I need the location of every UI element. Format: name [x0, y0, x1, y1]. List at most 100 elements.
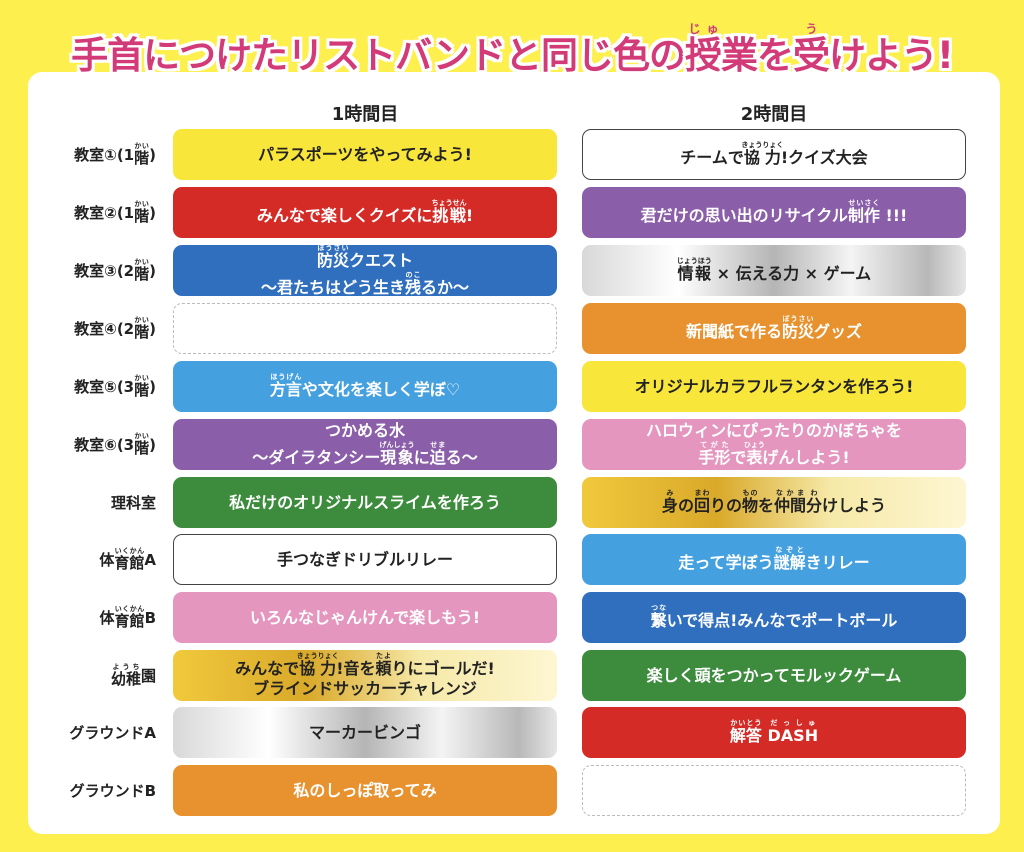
- ruby-base: 情報: [676, 264, 712, 283]
- class-title-line: つかめる水: [325, 421, 405, 441]
- ruby-text: 手形てがた: [698, 442, 731, 468]
- furigana: かいとう: [729, 719, 762, 727]
- ruby-base: 階: [134, 380, 150, 399]
- ruby-text: 迫せま: [429, 442, 446, 468]
- ruby-base: 迫: [429, 448, 446, 467]
- period1-empty-cell: [173, 303, 557, 354]
- ruby-text: 物もの: [741, 490, 758, 516]
- ruby-text: 幼稚ようち: [111, 663, 141, 689]
- text-segment: ): [149, 319, 156, 338]
- furigana: ようち: [110, 662, 141, 671]
- ruby-text: 防災ぼうさい: [782, 316, 814, 342]
- class-title-line: 手つなぎドリブルリレー: [277, 550, 453, 570]
- ruby-text: 階かい: [134, 200, 149, 226]
- ruby-base: 現象: [379, 448, 415, 467]
- furigana: いくかん: [114, 604, 145, 613]
- furigana: だっしゅ: [767, 719, 819, 727]
- text-segment: るか〜: [421, 277, 470, 297]
- class-title-line: 私のしっぽ取ってみ: [293, 781, 436, 801]
- ruby-base: 挑戦: [431, 206, 467, 225]
- furigana: ぼうさい: [316, 243, 349, 252]
- text-segment: ): [149, 261, 156, 280]
- ruby-text: 繋つな: [651, 605, 667, 631]
- furigana: ほうげん: [269, 373, 302, 381]
- ruby-text: 挑戦ちょうせん: [431, 200, 467, 226]
- ruby-text: 階かい: [134, 432, 149, 458]
- period2-class-cell: 君だけの思い出のリサイクル制作せいさく !!!: [582, 187, 966, 238]
- class-title-line: ハロウィンにぴったりのかぼちゃを: [646, 421, 902, 441]
- ruby-base: 階: [134, 206, 150, 225]
- class-title-line: 〜君たちはどう生き残のこるか〜: [261, 271, 469, 298]
- ruby-text: 育館いくかん: [115, 605, 145, 631]
- ruby-text: 階かい: [134, 258, 149, 284]
- furigana: かい: [134, 257, 150, 266]
- title-ruby: 受う: [792, 22, 830, 77]
- title-text: 業を: [720, 34, 794, 77]
- text-segment: チームで: [680, 148, 744, 167]
- furigana: もの: [741, 489, 758, 497]
- text-segment: ブラインドサッカーチャレンジ: [253, 679, 477, 698]
- text-segment: 私のしっぽ取ってみ: [293, 780, 437, 800]
- class-title-line: マーカービンゴ: [309, 723, 421, 743]
- ruby-text: 階かい: [134, 374, 149, 400]
- class-title-line: 楽しく頭をつかってモルックゲーム: [647, 666, 902, 686]
- title-furigana: う: [792, 22, 830, 36]
- furigana: てがた: [698, 441, 731, 449]
- period2-class-cell: 新聞紙で作る防災ぼうさいグッズ: [582, 303, 966, 354]
- ruby-base: 解答: [729, 726, 762, 745]
- text-segment: 理科室: [110, 494, 156, 512]
- ruby-text: 階かい: [134, 316, 149, 342]
- text-segment: みんなで楽しくクイズに: [256, 206, 433, 225]
- period1-class-cell: 手つなぎドリブルリレー: [173, 534, 557, 585]
- ruby-base: 分: [806, 496, 823, 515]
- class-title-line: 繋つないで得点!みんなでポートボール: [651, 604, 898, 631]
- ruby-base: 協力: [296, 659, 339, 678]
- text-segment: !: [465, 206, 474, 225]
- text-segment: 〜君たちはどう生き: [260, 277, 405, 297]
- period2-class-cell: オリジナルカラフルランタンを作ろう!: [582, 361, 966, 412]
- text-segment: いで得点!みんなでポートボール: [666, 611, 898, 630]
- text-segment: グラウンドA: [69, 724, 156, 742]
- text-segment: !!!: [879, 206, 908, 225]
- text-segment: で: [730, 448, 747, 467]
- class-title-line: 防災ぼうさいクエスト: [317, 244, 413, 271]
- period1-class-cell: 防災ぼうさいクエスト〜君たちはどう生き残のこるか〜: [173, 244, 557, 298]
- ruby-base: 防災: [316, 250, 349, 270]
- class-title-line: 私だけのオリジナルスライムを作ろう: [229, 493, 501, 513]
- text-segment: グラウンドB: [69, 782, 156, 800]
- furigana: げんしょう: [379, 441, 415, 449]
- period1-class-cell: いろんなじゃんけんで楽しもう!: [173, 592, 557, 643]
- ruby-base: 謎解: [773, 553, 806, 572]
- text-segment: 楽しく頭をつかってモルックゲーム: [646, 665, 902, 685]
- ruby-text: 情報じょうほう: [676, 258, 712, 284]
- text-segment: いろんなじゃんけんで楽しもう!: [249, 607, 481, 627]
- furigana: せま: [429, 441, 446, 449]
- ruby-base: 手形: [698, 448, 731, 467]
- furigana: せいさく: [847, 199, 880, 207]
- ruby-text: 謎解なぞと: [773, 547, 806, 573]
- class-title-line: 方言ほうげんや文化を楽しく学ぼ♡: [270, 373, 460, 400]
- class-title-line: 身みの回まわりの物ものを仲間なかま分わけしよう: [662, 489, 886, 516]
- furigana: み: [661, 489, 678, 497]
- ruby-text: 育館いくかん: [114, 547, 144, 573]
- text-segment: ): [149, 145, 156, 164]
- furigana: なかま: [774, 489, 807, 497]
- title-kanji: 受: [792, 34, 830, 77]
- text-segment: ): [149, 203, 156, 222]
- ruby-base: 仲間: [774, 496, 807, 515]
- period1-class-cell: みんなで協力きょうりょく!音を頼たよりにゴールだ!ブラインドサッカーチャレンジ: [173, 650, 557, 701]
- ruby-base: 物: [741, 496, 758, 515]
- text-segment: に: [413, 448, 430, 467]
- text-segment: を: [758, 496, 775, 515]
- text-segment: 私だけのオリジナルスライムを作ろう: [229, 492, 501, 512]
- class-title-line: 手形てがたで表ひょうげんしよう!: [698, 441, 849, 468]
- ruby-text: 分わ: [806, 490, 823, 516]
- period2-class-cell: 解答かいとう DASHだっしゅ: [582, 707, 966, 758]
- text-segment: 体: [99, 609, 115, 627]
- text-segment: 教室①(1: [74, 146, 135, 164]
